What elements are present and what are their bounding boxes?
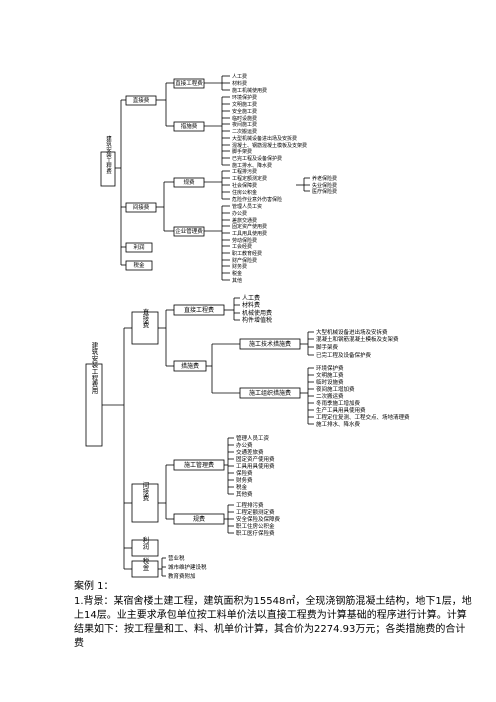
d1-social-insurance-item: 医疗保险费 [312,188,337,195]
d2-fees-item: 职工住房公积金 [236,522,275,530]
d1-measures-item: 脚手架费 [232,148,252,155]
d2-org-item: 施工排水、降水费 [316,420,361,428]
d2-direct-engineering-item: 人工费 [242,294,260,302]
d1-direct-engineering-item: 施工机械使用费 [232,87,267,94]
d2-direct-engineering-item: 材料费 [242,301,260,309]
d2-direct-engineering-item: 构件增值税 [242,316,272,324]
d1-fees-item: 危险作业意外伤害保险 [232,196,282,203]
d2-org-item: 冬雨季施工增加费 [316,399,361,407]
d1-mgmt-item: 办公费 [232,210,247,217]
d1-measures-item: 临时设施费 [232,115,257,122]
d2-mgmt-item: 交通差旅费 [236,448,264,456]
d1-indirect-label: 间接费 [133,203,150,211]
d1-fees-item: 工程定额测定费 [232,175,267,182]
d1-measures-item: 大型机械设备进出场及安拆费 [232,135,297,142]
d1-measures-item: 已完工程及设备保护费 [232,155,282,162]
d2-mgmt-item: 管理人员工资 [236,434,270,442]
d1-measures-item: 环境保护费 [232,94,257,101]
d2-fees-item: 职工医疗保险费 [236,529,275,537]
d2-tax-item: 营业税 [168,554,185,562]
d2-measures-label: 措施费 [181,362,199,370]
d2-org-item: 工程定位复测、工程交点、场地清理费 [316,413,410,421]
d1-mgmt-item: 工会经费 [232,243,252,250]
d1-mgmt-item: 税金 [232,270,242,277]
d1-mgmt-item: 工具用具使用费 [232,230,267,237]
d1-measures-item: 安全施工费 [232,108,257,115]
d1-mgmt-item: 财务费 [232,263,247,270]
d1-fees-item: 工程排污费 [232,168,257,175]
d2-direct-engineering-label: 直接工程费 [184,306,214,314]
d2-mgmt-item: 保险费 [236,469,253,477]
d1-direct-engineering-item: 人工费 [232,73,247,80]
d2-indirect-label: 间接费 [141,481,149,502]
d1-fees-item: 社会保障费 [232,182,257,189]
d1-direct-engineering-item: 材料费 [232,80,247,87]
d2-org-item: 文明施工费 [316,371,344,379]
d2-org-measures-label: 施工组织措施费 [249,389,291,397]
d2-tax-item: 城市维护建设税 [168,563,207,571]
d2-tax-item: 教育费附加 [168,572,196,580]
d1-mgmt-item: 其他 [232,277,242,284]
d2-tech-item: 已完工程及设备保护费 [316,351,372,359]
d1-mgmt-item: 劳动保险费 [232,237,257,244]
d1-measures-item: 文明施工费 [232,101,257,108]
d2-org-item: 生产工具用具使用费 [316,406,366,414]
d2-tech-item: 脚手架费 [316,343,339,351]
d1-measures-item: 混凝土、钢筋混凝土模板及支架费 [232,142,307,149]
case-body: 1.背景：某宿舍楼土建工程，建筑面积为15548㎡，全现浇钢筋混凝土结构，地下1… [74,596,472,649]
d2-mgmt-label: 施工管理费 [184,461,214,469]
d1-mgmt-item: 管理人员工资 [232,203,262,210]
d2-mgmt-item: 财务费 [236,476,253,484]
d2-tech-item: 混凝土和钢筋混凝土模板及支架费 [316,335,399,343]
d1-social-insurance-item: 养老保险费 [312,175,337,182]
d2-mgmt-item: 办公费 [236,441,253,449]
d2-mgmt-item: 工具用具使用费 [236,462,275,470]
d2-direct-engineering-item: 机械使用费 [242,309,272,317]
d1-mgmt-label: 企业管理费 [175,227,203,235]
d1-fees-label: 规费 [183,178,195,186]
d2-mgmt-item: 税金 [236,483,248,491]
cost-structure-diagrams: 建筑安装工程费 直接费 间接费 利润 税金 直接工程费 措施费 规费 企业管理费… [85,73,410,580]
d1-root-label: 建筑安装工程费 [105,135,112,176]
d2-tech-measures-label: 施工技术措施费 [249,340,291,348]
d1-tax-label: 税金 [133,261,145,269]
d1-measures-item: 夜间施工费 [232,121,257,128]
d1-mgmt-item: 职工教育经费 [232,250,262,257]
d2-direct-label: 直接费 [141,307,149,329]
d2-tax-label: 税金 [141,556,149,571]
d1-measures-item: 二次搬运费 [232,128,257,135]
d2-mgmt-item: 固定资产使用费 [236,455,275,463]
d2-org-item: 临时设施费 [316,378,344,386]
d2-mgmt-item: 其他费 [236,490,253,498]
d1-profit-label: 利润 [133,243,145,251]
case-title: 案例 1： [74,581,114,592]
d1-mgmt-item: 固定资产使用费 [232,223,267,230]
d2-fees-item: 工程排污费 [236,501,264,509]
d1-fees-item: 住房公积金 [232,189,257,196]
d2-fees-item: 工程定额测定费 [236,508,275,516]
d2-profit-label: 利润 [141,535,149,550]
d2-fees-label: 规费 [193,515,205,523]
d1-measures-label: 措施费 [181,122,198,130]
d2-root-label: 建筑安装工程费用 [90,341,98,396]
d1-social-insurance-item: 失业保险费 [312,182,337,189]
d2-org-item: 夜间施工增加费 [316,385,355,393]
d2-fees-item: 安全保险及保障费 [236,515,281,523]
d1-measures-item: 施工排水、降水费 [232,162,272,169]
d1-mgmt-item: 财产保险费 [232,257,257,264]
d2-tech-item: 大型机械设备进出场及安拆费 [316,328,388,336]
d2-org-item: 二次搬运费 [316,392,344,400]
d2-org-item: 环境保护费 [316,364,344,372]
d1-mgmt-item: 差旅交通费 [232,217,257,224]
d1-direct-label: 直接费 [133,96,150,104]
d1-direct-engineering-label: 直接工程费 [175,79,203,87]
